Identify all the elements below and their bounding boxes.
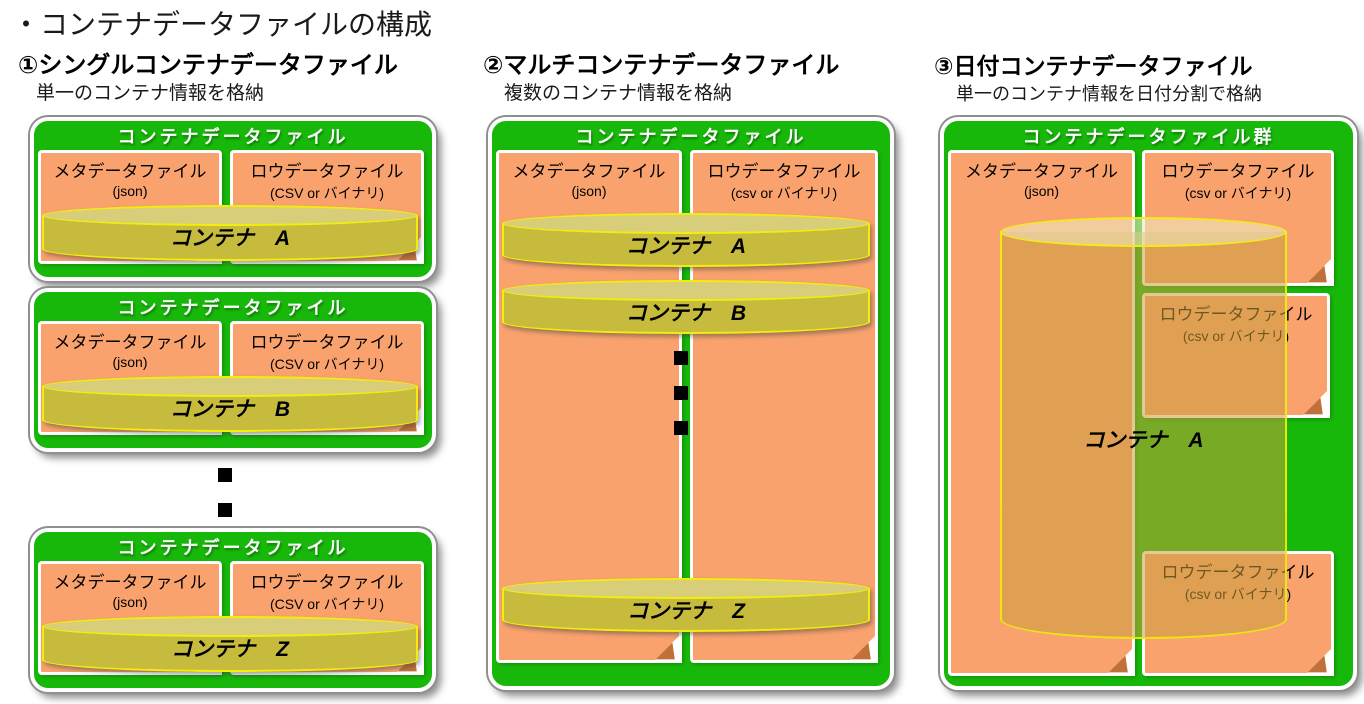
card-title: コンテナデータファイル [117, 127, 349, 147]
metadata-file-title: メタデータファイル [53, 573, 207, 592]
container-data-file-card: コンテナデータファイル メタデータファイル (json) ロウデータファイル (… [30, 528, 436, 692]
ellipsis-dot [674, 386, 688, 400]
container-cylinder: コンテナ B [502, 280, 870, 334]
cylinder-label: コンテナ B [625, 302, 747, 325]
date-container-data-file-card: コンテナデータファイル群 メタデータファイル (json) ロウデータファイル … [940, 117, 1357, 690]
section2-subtitle: 複数のコンテナ情報を格納 [504, 83, 733, 104]
rowdata-file-format: (CSV or バイナリ) [269, 185, 385, 201]
page-fold-icon [1300, 388, 1330, 418]
container-cylinder: コンテナ A [42, 205, 418, 261]
ellipsis-dot [218, 468, 232, 482]
cylinder-label: コンテナ Z [171, 638, 289, 661]
container-cylinder: コンテナ B [42, 376, 418, 432]
metadata-file-title: メタデータファイル [53, 333, 207, 352]
section1-subtitle: 単一のコンテナ情報を格納 [36, 83, 265, 104]
metadata-file-format: (json) [112, 594, 148, 610]
date-split-container-cylinder [1000, 217, 1287, 639]
metadata-file-format: (json) [112, 183, 148, 199]
cylinder-label: コンテナ A [625, 235, 747, 258]
cylinder-label: コンテナ A [1083, 429, 1204, 452]
page-fold-icon [652, 633, 682, 663]
card-title: コンテナデータファイル群 [1022, 127, 1275, 147]
rowdata-file-format: (CSV or バイナリ) [269, 596, 385, 612]
metadata-file-format: (json) [571, 183, 607, 199]
metadata-file-format: (json) [1023, 183, 1059, 199]
card-title: コンテナデータファイル [575, 127, 807, 147]
cylinder-label: コンテナ B [169, 398, 291, 421]
cylinder-label: コンテナ Z [627, 600, 745, 623]
rowdata-file-title: ロウデータファイル [707, 162, 861, 181]
metadata-file-format: (json) [112, 354, 148, 370]
rowdata-file-title: ロウデータファイル [1161, 162, 1315, 181]
container-cylinder: コンテナ Z [42, 616, 418, 672]
section2-header: ②マルチコンテナデータファイル [483, 52, 840, 79]
container-cylinder: コンテナ A [502, 213, 870, 267]
ellipsis-dot [218, 503, 232, 517]
rowdata-file-title: ロウデータファイル [250, 333, 404, 352]
metadata-file-title: メタデータファイル [965, 162, 1118, 181]
container-data-file-card: コンテナデータファイル メタデータファイル (json) ロウデータファイル (… [30, 288, 436, 452]
page-fold-icon [1304, 646, 1334, 676]
rowdata-file-format: (CSV or バイナリ) [269, 356, 385, 372]
card-title: コンテナデータファイル [117, 538, 349, 558]
multi-container-data-file-card: コンテナデータファイル メタデータファイル (json) ロウデータファイル (… [488, 117, 894, 690]
section3-header: ③日付コンテナデータファイル [934, 53, 1253, 79]
section1-header: ①シングルコンテナデータファイル [18, 52, 398, 79]
rowdata-file-format: (csv or バイナリ) [1184, 185, 1292, 201]
rowdata-file-format: (csv or バイナリ) [730, 185, 838, 201]
page-fold-icon [1105, 646, 1135, 676]
ellipsis-dot [674, 351, 688, 365]
metadata-file-title: メタデータファイル [53, 162, 207, 181]
page-title: ・コンテナデータファイルの構成 [12, 9, 433, 40]
cylinder-label: コンテナ A [169, 227, 291, 250]
metadata-file-title: メタデータファイル [512, 162, 666, 181]
card-title: コンテナデータファイル [117, 298, 349, 318]
page-fold-icon [848, 633, 878, 663]
section3-subtitle: 単一のコンテナ情報を日付分割で格納 [956, 84, 1262, 104]
container-data-file-card: コンテナデータファイル メタデータファイル (json) ロウデータファイル (… [30, 117, 436, 281]
container-cylinder: コンテナ Z [502, 578, 870, 632]
ellipsis-dot [674, 421, 688, 435]
page-fold-icon [1304, 256, 1334, 286]
rowdata-file-title: ロウデータファイル [250, 573, 404, 592]
rowdata-file-title: ロウデータファイル [250, 162, 404, 181]
